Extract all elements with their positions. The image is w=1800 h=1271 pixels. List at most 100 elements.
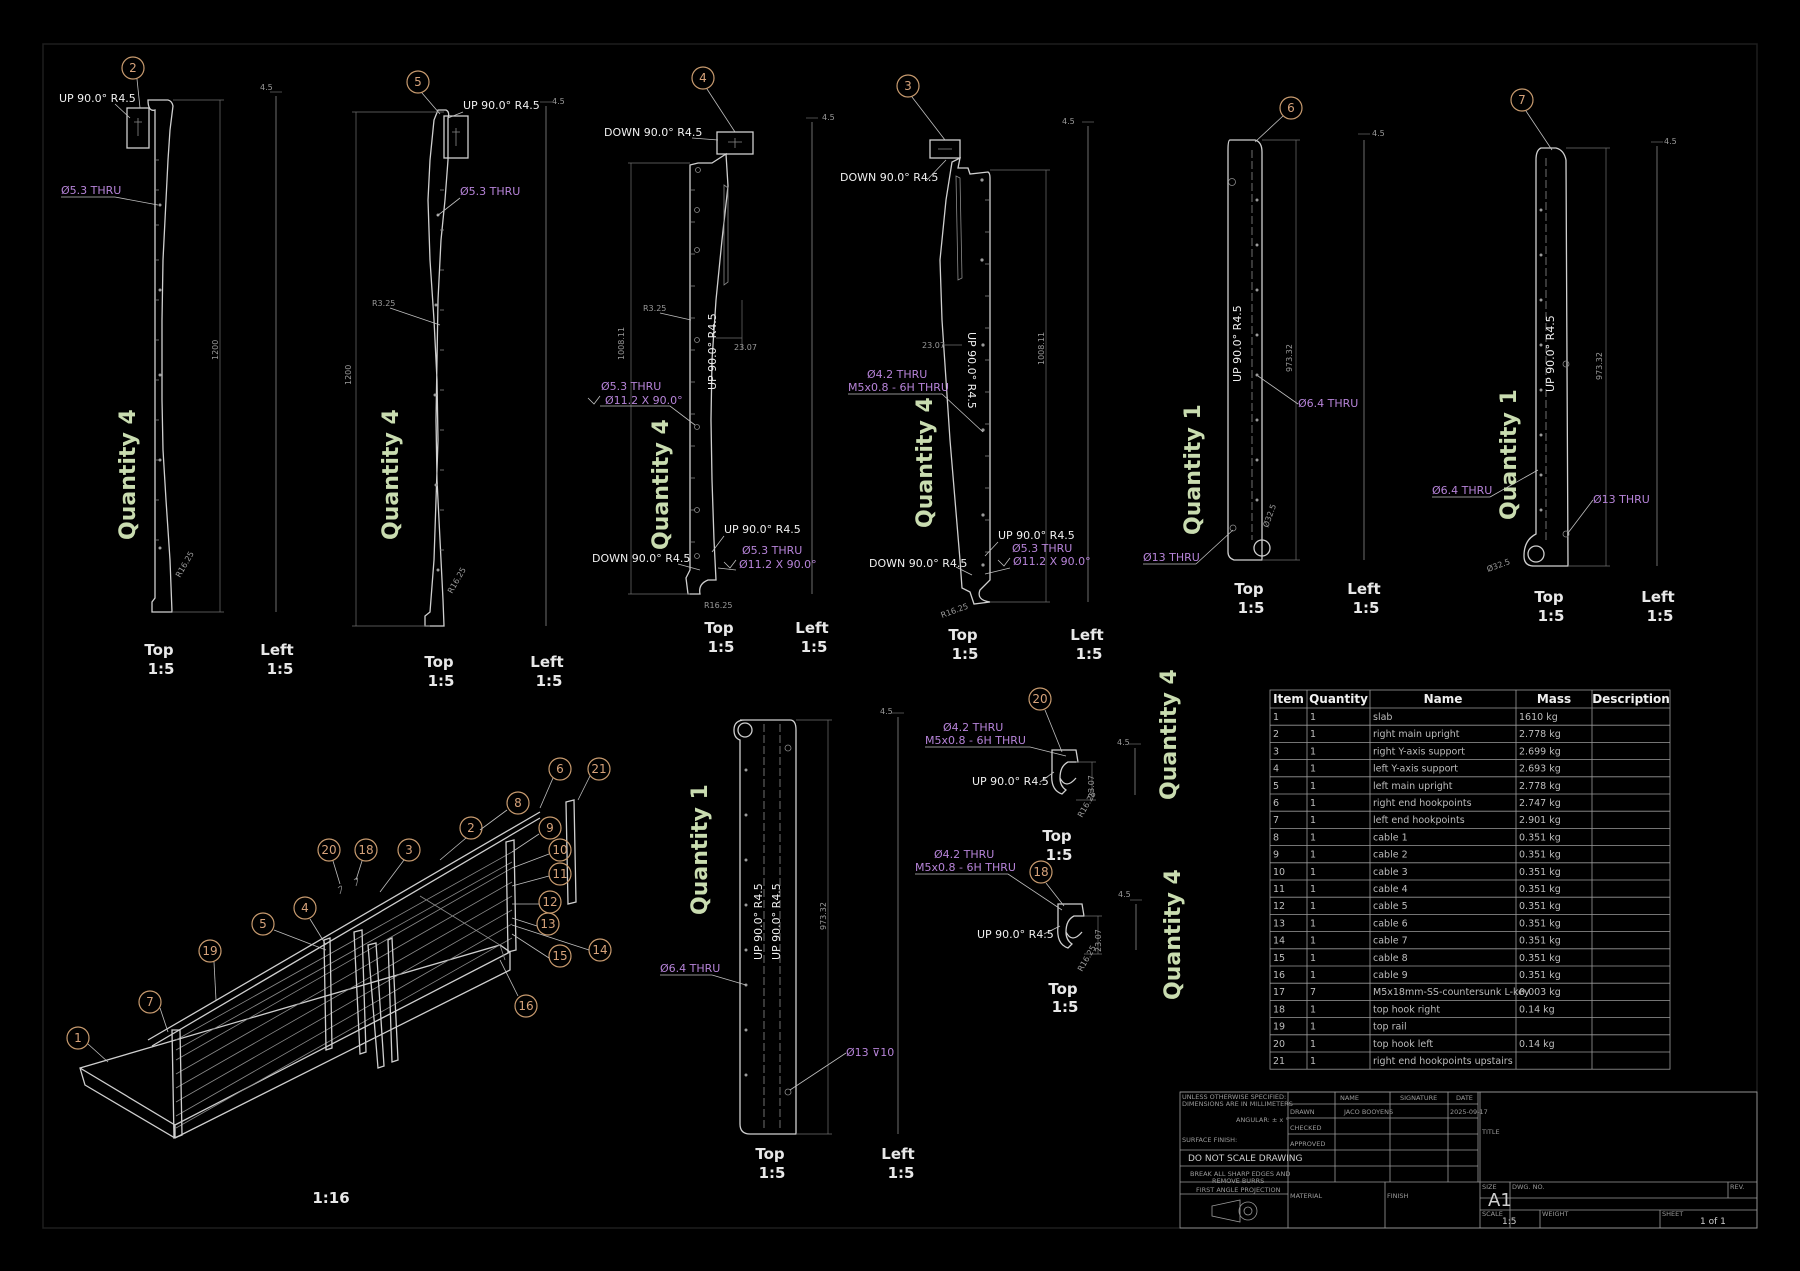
svg-text:Top: Top xyxy=(1042,827,1072,845)
svg-text:Ø32.5: Ø32.5 xyxy=(1260,503,1278,529)
bom-cell: left end hookpoints xyxy=(1373,815,1465,826)
bom-cell: 2.778 kg xyxy=(1519,781,1561,792)
iso-upright-right xyxy=(353,929,367,1055)
bom-cell: cable 2 xyxy=(1373,850,1408,861)
part-21-bend-b: UP 90.0° R4.5 xyxy=(770,883,783,960)
bom-cell: 1 xyxy=(1310,1004,1316,1015)
balloon-18 xyxy=(1029,860,1053,884)
bom-cell: top hook left xyxy=(1373,1039,1433,1050)
bom-cell: 1 xyxy=(1310,884,1316,895)
svg-text:14: 14 xyxy=(592,943,607,957)
iso-right-end xyxy=(505,839,517,953)
part-2-bend-note: UP 90.0° R4.5 xyxy=(59,92,136,105)
svg-text:5: 5 xyxy=(414,75,422,89)
iso-balloons: 1 7 19 5 4 20 18 3 2 8 6 21 9 10 11 12 1… xyxy=(66,757,612,1050)
bom-cell: 15 xyxy=(1273,953,1285,964)
svg-text:23.07: 23.07 xyxy=(1087,775,1096,798)
part-18-outline xyxy=(1057,903,1085,949)
bom-cell: 0.351 kg xyxy=(1519,832,1561,843)
bom-cell: 12 xyxy=(1273,901,1285,912)
iso-scale: 1:16 xyxy=(312,1189,349,1207)
svg-text:19: 19 xyxy=(202,944,217,958)
bom-cell: 16 xyxy=(1273,970,1285,981)
view-part-4: 1008.11 23.07 R3.25 4.5 4 DOWN 90.0° R4.… xyxy=(587,66,835,656)
sheet-scale: 1:5 xyxy=(1502,1217,1516,1227)
svg-text:4: 4 xyxy=(301,901,309,915)
bom-cell: 1 xyxy=(1310,798,1316,809)
svg-text:16: 16 xyxy=(518,999,533,1013)
bom-cell: cable 1 xyxy=(1373,832,1408,843)
part-4-dim-height: 1008.11 xyxy=(617,327,626,360)
svg-text:DRAWN: DRAWN xyxy=(1290,1108,1315,1116)
bom-cell: 1 xyxy=(1310,746,1316,757)
part-4-bend-low-up: UP 90.0° R4.5 xyxy=(724,523,801,536)
bom-header: Description xyxy=(1592,692,1670,706)
balloon-5 xyxy=(406,70,430,94)
svg-text:21: 21 xyxy=(591,762,606,776)
bom-cell: 10 xyxy=(1273,867,1285,878)
bom-cell: 20 xyxy=(1273,1039,1285,1050)
part-2-hook xyxy=(126,107,150,149)
bom-cell: left Y-axis support xyxy=(1373,764,1458,775)
svg-text:SIZE: SIZE xyxy=(1482,1183,1497,1191)
bom-cell: 2 xyxy=(1273,729,1279,740)
sheet-size: A1 xyxy=(1488,1190,1512,1211)
bom-cell: cable 3 xyxy=(1373,867,1408,878)
part-3-dim-width: 23.07 xyxy=(922,341,945,350)
part-3-holes xyxy=(980,178,985,567)
part-3-bend-low-down: DOWN 90.0° R4.5 xyxy=(869,557,967,570)
part-18-bend: UP 90.0° R4.5 xyxy=(977,928,1054,941)
bom-cell: 1 xyxy=(1273,712,1279,723)
svg-text:1:5: 1:5 xyxy=(1046,846,1073,864)
bom-cell: 2.693 kg xyxy=(1519,764,1561,775)
balloon-3 xyxy=(896,74,920,98)
bom-cell: 0.351 kg xyxy=(1519,936,1561,947)
bom-cell: 1 xyxy=(1310,729,1316,740)
bom-cell: 14 xyxy=(1273,936,1285,947)
svg-text:REV.: REV. xyxy=(1730,1183,1744,1191)
part-7-bend: UP 90.0° R4.5 xyxy=(1544,315,1557,392)
part-4-hole-b: Ø5.3 THRU xyxy=(742,544,802,557)
svg-text:FIRST ANGLE PROJECTION: FIRST ANGLE PROJECTION xyxy=(1196,1186,1281,1194)
bom-cell: 1 xyxy=(1310,936,1316,947)
part-2-dim-height: 1200 xyxy=(211,340,220,360)
bom-cell: 1 xyxy=(1310,867,1316,878)
part-2-slot xyxy=(134,118,142,136)
svg-text:4: 4 xyxy=(699,71,707,85)
part-4-holes xyxy=(694,167,701,559)
part-4-quantity: Quantity 4 xyxy=(649,419,674,550)
part-3-csk-b: Ø11.2 X 90.0° xyxy=(1013,555,1091,568)
svg-text:UNLESS OTHERWISE SPECIFIED:: UNLESS OTHERWISE SPECIFIED: xyxy=(1182,1093,1286,1101)
view-part-2: 1200 4.5 2 UP 90.0° R4.5 Ø5.3 THRU R16.2… xyxy=(59,56,294,678)
svg-text:6: 6 xyxy=(556,762,564,776)
part-4-csk-b: Ø11.2 X 90.0° xyxy=(739,558,817,571)
part-6-holes xyxy=(1255,198,1259,502)
bom-cell: 0.351 kg xyxy=(1519,953,1561,964)
bom-cell: right end hookpoints upstairs xyxy=(1373,1056,1513,1067)
bom-cell: 11 xyxy=(1273,884,1285,895)
svg-text:R16.25: R16.25 xyxy=(1076,790,1098,819)
svg-text:18: 18 xyxy=(358,843,373,857)
bom-cell: 2.901 kg xyxy=(1519,815,1561,826)
part-5-radius-2: R3.25 xyxy=(372,299,395,308)
svg-text:4.5: 4.5 xyxy=(822,113,835,122)
bom-cell: 13 xyxy=(1273,918,1285,929)
part-3-quantity: Quantity 4 xyxy=(913,397,938,528)
bom-cell: 4 xyxy=(1273,764,1279,775)
bom-cell: right Y-axis support xyxy=(1373,746,1465,757)
svg-text:Top: Top xyxy=(424,653,454,671)
part-20-tap: M5x0.8 - 6H THRU xyxy=(925,734,1026,747)
part-6-bend: UP 90.0° R4.5 xyxy=(1231,305,1244,382)
bom-cell: 0.351 kg xyxy=(1519,918,1561,929)
view-part-7: 973.32 Ø32.5 4.5 7 UP 90.0° R4.5 Ø6.4 TH… xyxy=(1432,88,1677,625)
svg-text:4.5: 4.5 xyxy=(1118,890,1131,899)
svg-text:18: 18 xyxy=(1033,865,1048,879)
svg-text:SIGNATURE: SIGNATURE xyxy=(1400,1094,1437,1102)
bom-cell: 6 xyxy=(1273,798,1279,809)
svg-text:R16.25: R16.25 xyxy=(1076,944,1098,973)
bom-cell: 1 xyxy=(1310,832,1316,843)
part-21-quantity: Quantity 1 xyxy=(688,784,713,915)
